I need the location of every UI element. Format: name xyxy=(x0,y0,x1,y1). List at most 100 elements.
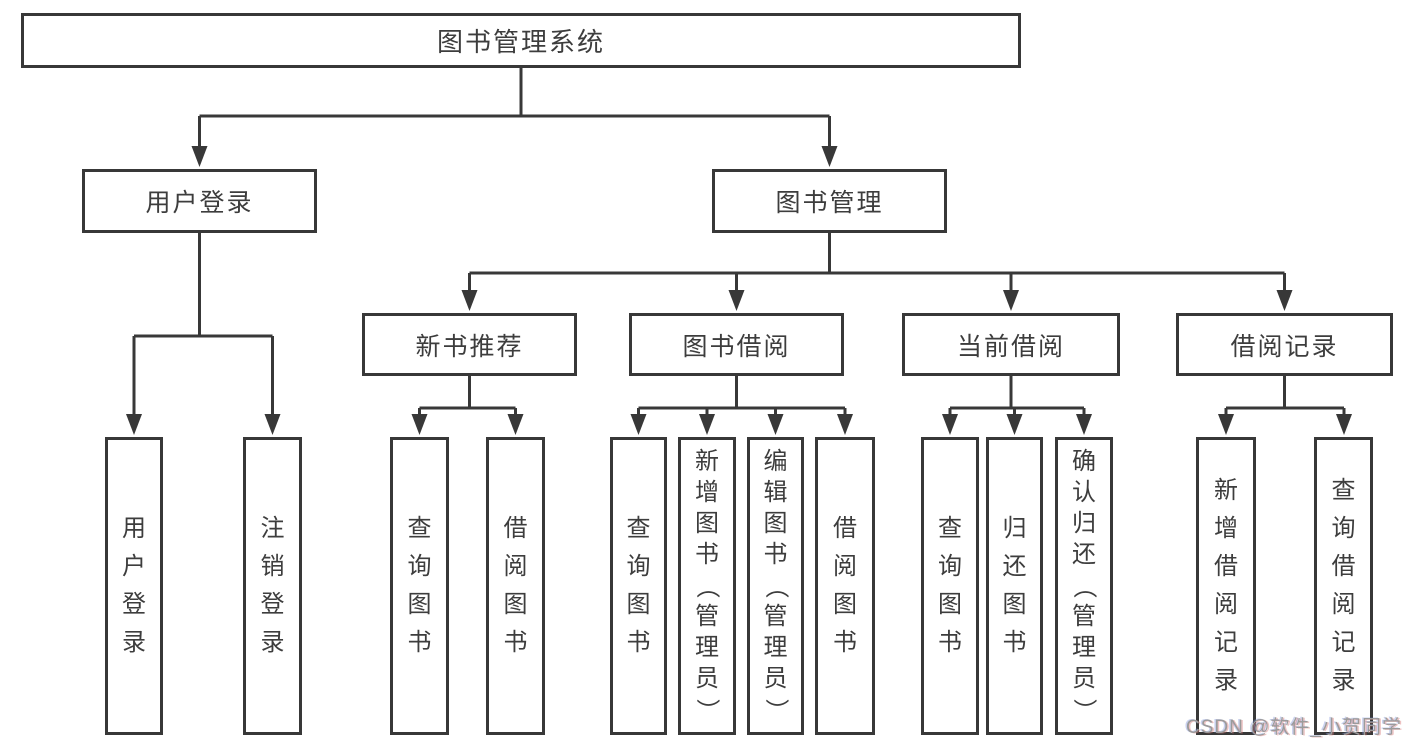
book-borrow-to-leaves-line xyxy=(637,376,847,431)
vertical-char: 书 xyxy=(763,541,788,568)
node-current-borrow-label: 当前借阅 xyxy=(956,332,1065,361)
leaf-nb-query-books: 查询图书 xyxy=(390,437,449,735)
new-books-to-leaves-line xyxy=(418,376,517,431)
vertical-char: 图 xyxy=(695,510,719,537)
vertical-char: 录 xyxy=(122,629,146,656)
leaf-bb-edit-books-admin: 编辑图书（管理员） xyxy=(747,437,804,735)
node-user-login-label: 用户登录 xyxy=(145,189,254,217)
node-new-book-recommend: 新书推荐 xyxy=(362,313,577,376)
arrowhead-icon xyxy=(126,414,142,435)
vertical-char: ） xyxy=(762,698,790,722)
vertical-char: 新 xyxy=(695,448,719,475)
arrowhead-icon xyxy=(264,414,281,435)
arrowhead-icon xyxy=(630,414,647,435)
arrowhead-icon xyxy=(1006,414,1023,435)
vertical-char: 图 xyxy=(763,510,788,537)
leaf-bb-edit-books-admin-label: 编辑图书（管理员） xyxy=(763,447,790,726)
vertical-char: 记 xyxy=(1331,629,1356,656)
vertical-char: 用 xyxy=(122,515,146,542)
leaf-cb-query-books: 查询图书 xyxy=(921,437,979,735)
vertical-char: （ xyxy=(694,574,721,598)
node-book-management-label: 图书管理 xyxy=(775,189,884,217)
vertical-char: 图 xyxy=(407,591,432,618)
leaf-br-query-record-label: 查询借阅记录 xyxy=(1332,472,1356,700)
vertical-char: 管 xyxy=(695,603,719,630)
user-login-to-leaves-line xyxy=(132,233,274,431)
vertical-char: 归 xyxy=(1072,510,1096,537)
leaf-user-login-label: 用户登录 xyxy=(122,510,146,662)
vertical-char: 图 xyxy=(503,591,528,618)
arrowhead-icon xyxy=(728,290,745,311)
leaf-br-query-record: 查询借阅记录 xyxy=(1314,437,1373,735)
vertical-char: 录 xyxy=(1331,667,1356,694)
vertical-char: 借 xyxy=(833,515,857,542)
node-current-borrow: 当前借阅 xyxy=(902,313,1120,376)
leaf-cb-confirm-return-admin-label: 确认归还（管理员） xyxy=(1071,447,1098,726)
node-new-book-recommend-label: 新书推荐 xyxy=(415,332,524,361)
vertical-char: 阅 xyxy=(833,553,857,580)
arrowhead-icon xyxy=(461,290,478,311)
vertical-char: 书 xyxy=(503,629,528,656)
vertical-char: 录 xyxy=(260,629,285,656)
node-book-borrow: 图书借阅 xyxy=(629,313,844,376)
node-user-login: 用户登录 xyxy=(82,169,317,233)
root-to-level2-line xyxy=(198,68,831,163)
vertical-char: 书 xyxy=(938,629,962,656)
arrowhead-icon xyxy=(942,414,958,435)
vertical-char: 询 xyxy=(626,553,651,580)
vertical-char: 阅 xyxy=(1331,591,1356,618)
vertical-char: 确 xyxy=(1072,448,1096,475)
vertical-char: 借 xyxy=(503,515,528,542)
vertical-char: 编 xyxy=(763,448,788,475)
node-root: 图书管理系统 xyxy=(21,13,1021,68)
leaf-nb-borrow-books: 借阅图书 xyxy=(486,437,545,735)
vertical-char: 增 xyxy=(1214,515,1238,542)
arrowhead-icon xyxy=(699,414,715,435)
vertical-char: 图 xyxy=(938,591,962,618)
vertical-char: 书 xyxy=(626,629,651,656)
vertical-char: 图 xyxy=(833,591,857,618)
vertical-char: 还 xyxy=(1072,541,1096,568)
vertical-char: 图 xyxy=(626,591,651,618)
leaf-cb-return-books: 归还图书 xyxy=(986,437,1043,735)
leaf-bb-borrow-books-label: 借阅图书 xyxy=(833,510,857,662)
vertical-char: 书 xyxy=(1002,629,1027,656)
vertical-char: 理 xyxy=(1072,634,1096,661)
vertical-char: 认 xyxy=(1072,479,1096,506)
arrowhead-icon xyxy=(767,414,784,435)
vertical-char: 询 xyxy=(938,553,962,580)
vertical-char: 增 xyxy=(695,479,719,506)
vertical-char: 户 xyxy=(122,553,146,580)
leaf-br-add-record: 新增借阅记录 xyxy=(1196,437,1256,735)
vertical-char: 员 xyxy=(1072,665,1096,692)
borrow-records-to-leaves-line xyxy=(1224,376,1346,431)
vertical-char: 询 xyxy=(1331,515,1356,542)
node-book-management: 图书管理 xyxy=(712,169,947,233)
arrowhead-icon xyxy=(411,414,428,435)
vertical-char: 理 xyxy=(695,634,719,661)
vertical-char: 理 xyxy=(763,634,788,661)
leaf-nb-query-books-label: 查询图书 xyxy=(408,510,432,662)
leaf-bb-query-books-label: 查询图书 xyxy=(627,510,651,662)
leaf-cb-query-books-label: 查询图书 xyxy=(938,510,962,662)
vertical-char: 归 xyxy=(1002,515,1027,542)
node-borrow-records-label: 借阅记录 xyxy=(1230,332,1339,361)
arrowhead-icon xyxy=(191,146,208,167)
vertical-char: 新 xyxy=(1214,477,1238,504)
leaf-cb-return-books-label: 归还图书 xyxy=(1003,510,1027,662)
vertical-char: 管 xyxy=(1072,603,1096,630)
vertical-char: 询 xyxy=(407,553,432,580)
vertical-char: 查 xyxy=(407,515,432,542)
vertical-char: 还 xyxy=(1002,553,1027,580)
vertical-char: ） xyxy=(1071,698,1098,722)
arrowhead-icon xyxy=(1003,290,1019,311)
vertical-char: 阅 xyxy=(503,553,528,580)
vertical-char: 阅 xyxy=(1214,591,1238,618)
vertical-char: ） xyxy=(694,698,721,722)
leaf-bb-borrow-books: 借阅图书 xyxy=(815,437,875,735)
vertical-char: 录 xyxy=(1214,667,1238,694)
vertical-char: 书 xyxy=(407,629,432,656)
arrowhead-icon xyxy=(1276,290,1293,311)
arrowhead-icon xyxy=(821,146,838,167)
